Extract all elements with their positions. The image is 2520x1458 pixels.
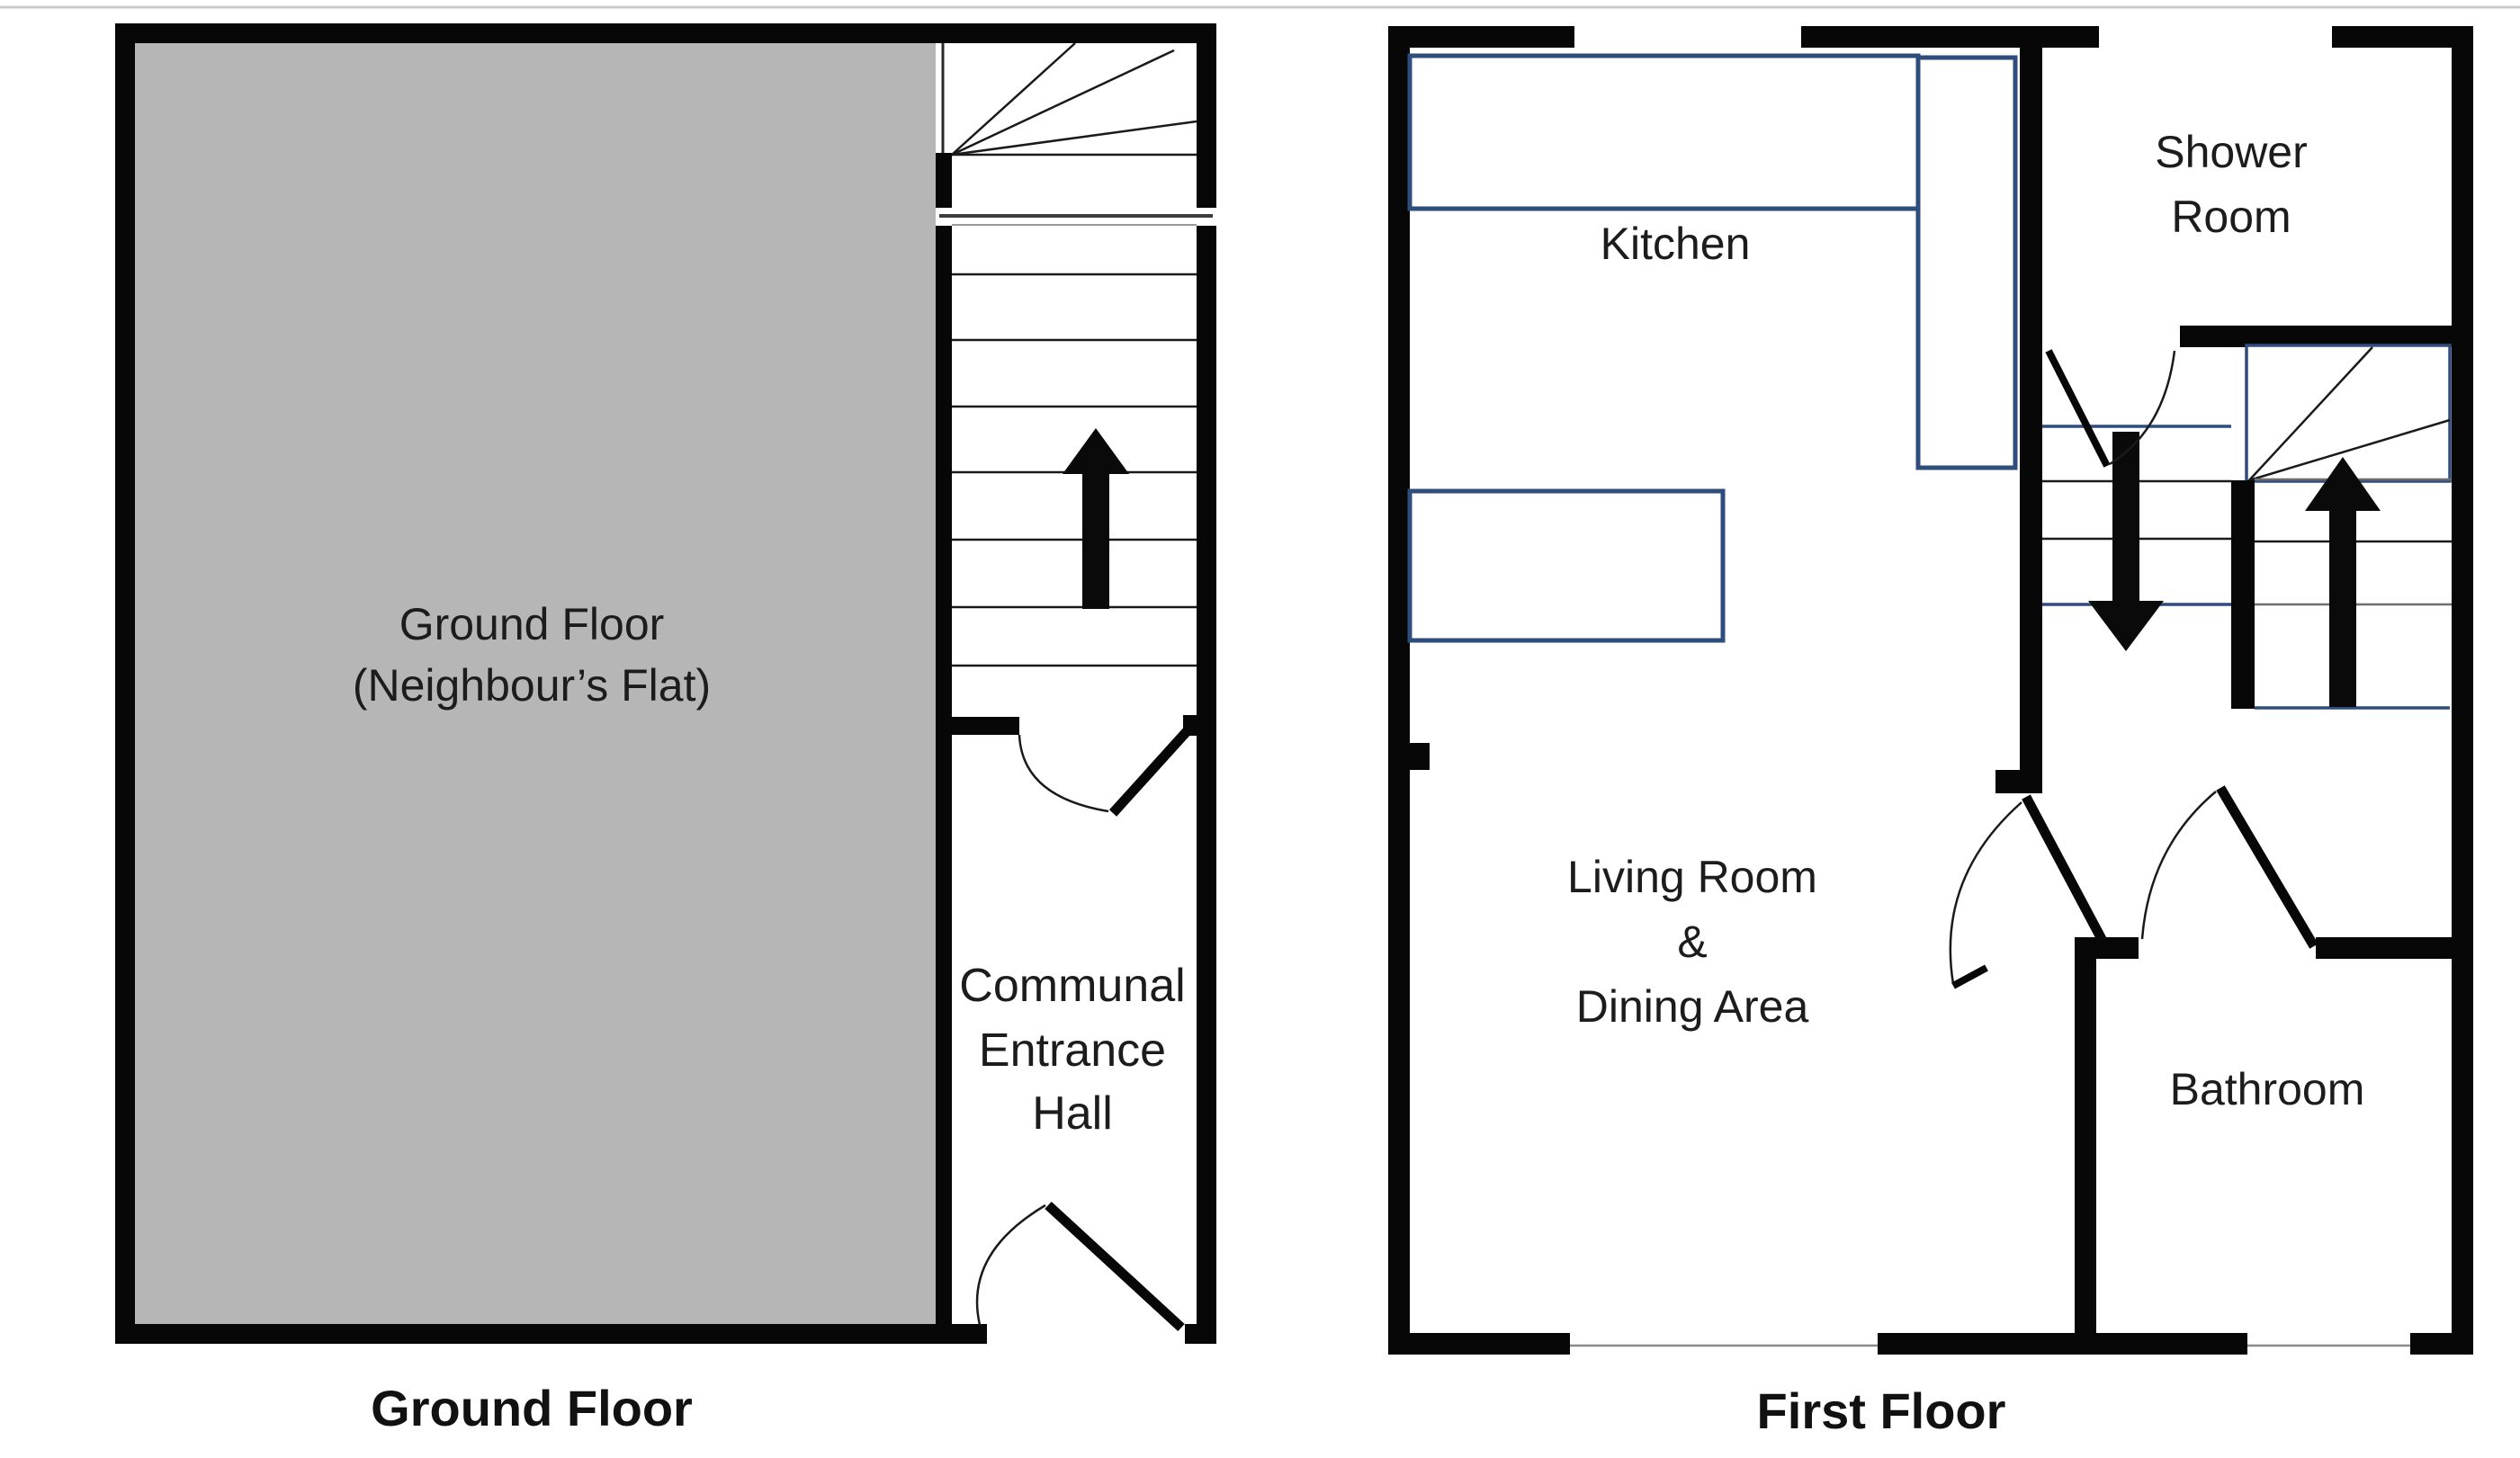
ff-stairs-down-arrow-icon bbox=[2088, 432, 2164, 651]
ff-wall-bottom-piece2 bbox=[1878, 1333, 2247, 1355]
gf-wall-bottom-left-piece bbox=[115, 1324, 987, 1344]
ff-wall-right bbox=[2452, 26, 2473, 1355]
gf-stair-door-leaf bbox=[1108, 725, 1194, 817]
shower-door-arc bbox=[2109, 350, 2176, 466]
bathroom-top-wall-piece2 bbox=[2316, 937, 2473, 959]
living-dining-label-line3: Dining Area bbox=[1576, 981, 1809, 1032]
shower-door-leaf bbox=[2045, 349, 2111, 468]
ff-divider-wall-foot bbox=[1995, 770, 2042, 793]
gf-wall-top bbox=[115, 23, 1216, 43]
gf-stairs-break-line bbox=[936, 208, 1216, 226]
living-dining-label-line1: Living Room bbox=[1567, 852, 1817, 902]
neighbour-flat-label-line1: Ground Floor bbox=[399, 599, 665, 649]
gf-entrance-door-arc bbox=[975, 1203, 1046, 1326]
ff-winder-box bbox=[2245, 344, 2452, 483]
gf-stairs-up-arrow-icon bbox=[1063, 428, 1129, 609]
gf-wall-bottom-right-piece bbox=[1185, 1324, 1216, 1344]
gf-stair-wall bbox=[936, 153, 952, 1324]
ff-stairs-winder bbox=[2245, 344, 2452, 483]
gf-entrance-door-leaf bbox=[1045, 1201, 1185, 1332]
shower-room-label-line1: Shower bbox=[2155, 127, 2308, 177]
bathroom-walls bbox=[2075, 937, 2473, 1333]
gf-stair-door-stub-wall bbox=[936, 717, 1019, 735]
ff-wall-bottom-piece3 bbox=[2410, 1333, 2473, 1355]
kitchen-fixtures bbox=[1407, 53, 2018, 643]
gf-stairs-winder-fan bbox=[951, 42, 1197, 157]
shower-room-door bbox=[2045, 349, 2176, 468]
landing-door-open-tick bbox=[1951, 964, 1988, 989]
kitchen-tall-unit bbox=[1915, 55, 2018, 470]
first-floor-plan: Kitchen Shower Room Living Room & Dining… bbox=[1388, 26, 2473, 1439]
kitchen-counter-top bbox=[1407, 53, 1921, 211]
shower-room-bottom-wall bbox=[2180, 326, 2473, 347]
kitchen-counter-lower bbox=[1407, 488, 1726, 643]
neighbour-flat-label-line2: (Neighbour’s Flat) bbox=[353, 660, 711, 711]
ground-floor-caption: Ground Floor bbox=[371, 1380, 693, 1436]
gf-stair-door bbox=[936, 715, 1197, 817]
ff-stairs-up-arrow-icon bbox=[2305, 457, 2381, 707]
hall-label-line3: Hall bbox=[1032, 1087, 1113, 1140]
gf-stair-door-arc bbox=[1018, 734, 1109, 813]
kitchen-label: Kitchen bbox=[1601, 219, 1751, 269]
shower-room-label-line2: Room bbox=[2171, 192, 2291, 242]
ground-outer-walls bbox=[115, 23, 1216, 1344]
bathroom-label: Bathroom bbox=[2170, 1064, 2365, 1114]
bathroom-top-wall-piece1 bbox=[2075, 937, 2139, 959]
first-floor-caption: First Floor bbox=[1757, 1382, 2006, 1439]
ff-wall-left-stub bbox=[1410, 743, 1430, 770]
ff-wall-bottom-piece1 bbox=[1388, 1333, 1570, 1355]
ff-stairs-middle-wall bbox=[2231, 480, 2255, 709]
ff-wall-top-piece1 bbox=[1388, 26, 1574, 48]
hall-label-line1: Communal bbox=[959, 960, 1185, 1012]
gf-wall-left bbox=[115, 23, 135, 1344]
living-dining-label-line2: & bbox=[1677, 917, 1707, 967]
bathroom-left-wall bbox=[2075, 937, 2096, 1333]
gf-wall-right bbox=[1197, 23, 1216, 1344]
hall-label-line2: Entrance bbox=[979, 1024, 1166, 1077]
ff-wall-top-piece2 bbox=[1801, 26, 2099, 48]
bathroom-door-arc bbox=[2140, 791, 2217, 940]
landing-door-leaf bbox=[2022, 794, 2107, 944]
bathroom-door-leaf bbox=[2216, 785, 2318, 949]
gf-stairs-treads bbox=[952, 273, 1197, 667]
neighbour-flat-area bbox=[135, 43, 936, 1324]
bathroom-door bbox=[2140, 785, 2318, 949]
gf-entrance-door bbox=[975, 1201, 1185, 1332]
ff-wall-left bbox=[1388, 26, 1410, 1355]
ff-stairs-up-flight bbox=[2255, 457, 2452, 710]
landing-door-arc bbox=[1949, 801, 2022, 985]
ground-floor-plan: Ground Floor (Neighbour’s Flat) Communal… bbox=[115, 23, 1216, 1436]
ff-stairs-down-flight bbox=[2042, 425, 2231, 651]
ff-divider-wall bbox=[2020, 48, 2042, 793]
ff-outer-walls bbox=[1388, 26, 2473, 1355]
ff-wall-top-piece3 bbox=[2332, 26, 2473, 48]
landing-diagonal-door bbox=[1949, 794, 2107, 989]
